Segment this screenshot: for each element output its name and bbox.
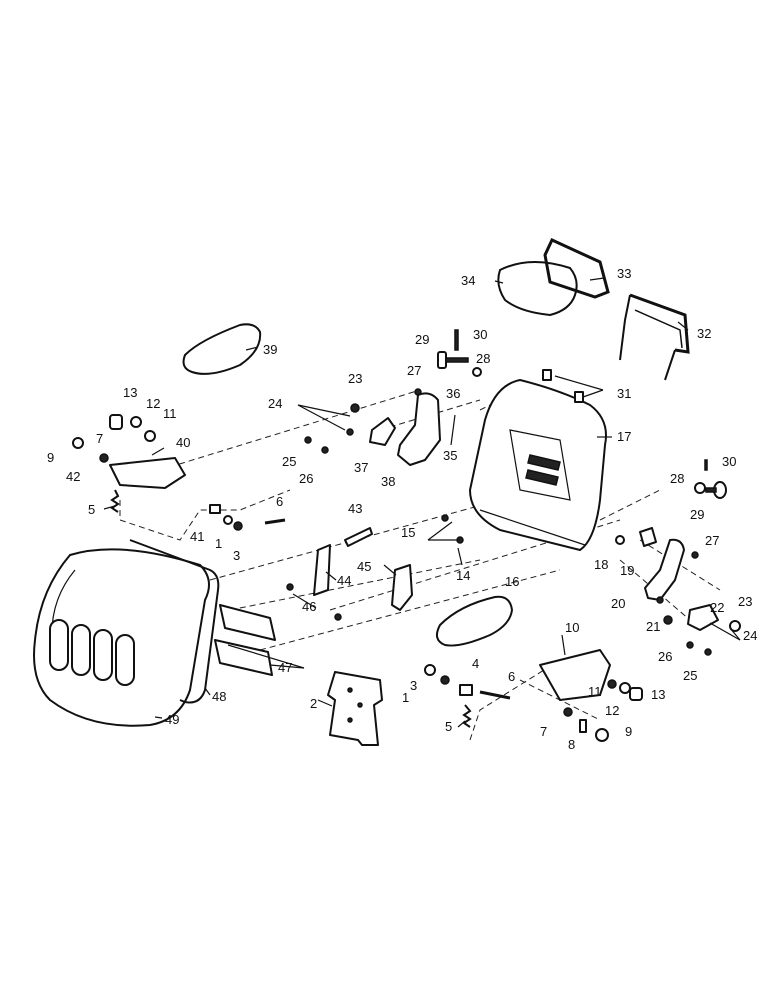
- hinge-plate-part-10: [539, 649, 611, 701]
- callout: 17: [617, 429, 631, 444]
- callout: 26: [658, 649, 672, 664]
- seat-cushion-part-49: [33, 548, 210, 727]
- callout: 35: [443, 448, 457, 463]
- callout: 38: [381, 474, 395, 489]
- callout: 9: [625, 724, 632, 739]
- slats-part-47: [214, 604, 276, 676]
- hinge-plate-part-40: [109, 457, 186, 489]
- callout: 20: [611, 596, 625, 611]
- bracket-part-19: [639, 527, 657, 547]
- cushion-slots: [49, 619, 135, 686]
- callout: 16: [505, 574, 519, 589]
- callout: 48: [212, 689, 226, 704]
- knob-part-29-right: [705, 481, 727, 499]
- callout: 5: [88, 502, 95, 517]
- callout: 36: [446, 386, 460, 401]
- armrest-part-39: [182, 323, 262, 375]
- knob-part-29-top: [437, 351, 469, 369]
- callout: 10: [565, 620, 579, 635]
- callout: 32: [697, 326, 711, 341]
- callout: 46: [302, 599, 316, 614]
- callout: 11: [588, 684, 602, 699]
- bracket-part-38: [397, 392, 441, 466]
- callout: 47: [278, 660, 292, 675]
- callout: 4: [472, 656, 479, 671]
- callout: 1: [215, 536, 222, 551]
- callout: 7: [96, 431, 103, 446]
- callout: 23: [738, 594, 752, 609]
- callout: 39: [263, 342, 277, 357]
- callout: 12: [146, 396, 160, 411]
- callout: 12: [605, 703, 619, 718]
- backrest-frame-part-17: [469, 379, 607, 551]
- callout: 1: [402, 690, 409, 705]
- link-part-43: [344, 527, 373, 547]
- callout: 27: [705, 533, 719, 548]
- callout: 29: [690, 507, 704, 522]
- callout: 24: [743, 628, 757, 643]
- callout: 34: [461, 273, 475, 288]
- armrest-part-16: [435, 595, 513, 647]
- plate-part-2: [327, 671, 383, 746]
- spring-part-5-left: [110, 489, 120, 513]
- callout: 26: [299, 471, 313, 486]
- callout: 7: [540, 724, 547, 739]
- callout: 6: [508, 669, 515, 684]
- callout: 42: [66, 469, 80, 484]
- callout-labels: 1 1 2 3 3 4 5 5 6 6 7 7 8 9 9 10 11 11 1…: [47, 266, 757, 752]
- callout: 23: [348, 371, 362, 386]
- callout: 3: [233, 548, 240, 563]
- bracket-part-44: [313, 544, 331, 596]
- callout: 19: [620, 563, 634, 578]
- callout: 41: [190, 529, 204, 544]
- callout: 25: [282, 454, 296, 469]
- callout: 25: [683, 668, 697, 683]
- callout: 21: [646, 619, 660, 634]
- callout: 28: [476, 351, 490, 366]
- hardware-fasteners: [72, 329, 741, 742]
- side-bracket-part-20: [644, 538, 685, 601]
- callout: 18: [594, 557, 608, 572]
- cushion-frame-part-48: [129, 539, 220, 704]
- callout: 29: [415, 332, 429, 347]
- callout: 33: [617, 266, 631, 281]
- callout: 30: [473, 327, 487, 342]
- headrest-pad-part-34: [497, 260, 578, 316]
- callout: 8: [568, 737, 575, 752]
- callout: 31: [617, 386, 631, 401]
- callout: 44: [337, 573, 351, 588]
- callout: 49: [165, 712, 179, 727]
- callout: 3: [410, 678, 417, 693]
- callout: 28: [670, 471, 684, 486]
- callout: 43: [348, 501, 362, 516]
- callout: 24: [268, 396, 282, 411]
- callout: 6: [276, 494, 283, 509]
- callout: 27: [407, 363, 421, 378]
- callout: 9: [47, 450, 54, 465]
- callout: 45: [357, 559, 371, 574]
- callout: 40: [176, 435, 190, 450]
- callout: 22: [710, 600, 724, 615]
- headrest-rods-part-32: [619, 293, 690, 381]
- callout: 13: [123, 385, 137, 400]
- callout: 5: [445, 719, 452, 734]
- leader-lines: [103, 277, 741, 728]
- callout: 37: [354, 460, 368, 475]
- spring-part-5-right: [462, 704, 472, 728]
- callout: 14: [456, 568, 470, 583]
- callout: 2: [310, 696, 317, 711]
- bracket-part-37: [369, 417, 396, 446]
- callout: 13: [651, 687, 665, 702]
- callout: 11: [163, 406, 177, 421]
- callout: 30: [722, 454, 736, 469]
- headrest-frame-part-33: [543, 238, 610, 299]
- callout: 15: [401, 525, 415, 540]
- bracket-part-45: [391, 564, 413, 611]
